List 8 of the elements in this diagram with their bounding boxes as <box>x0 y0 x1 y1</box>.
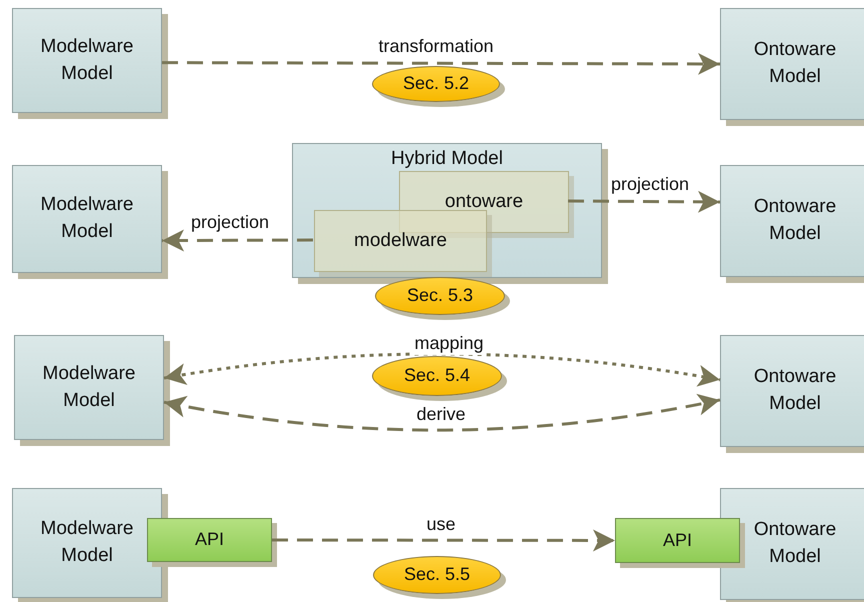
arrow <box>162 230 313 252</box>
arrow <box>164 352 720 387</box>
model-box: Ontoware Model <box>720 488 864 600</box>
arrow <box>164 393 720 432</box>
arrow <box>568 190 720 213</box>
model-part-box: modelware <box>314 210 487 272</box>
arrow <box>272 529 615 552</box>
arrow <box>162 52 720 75</box>
